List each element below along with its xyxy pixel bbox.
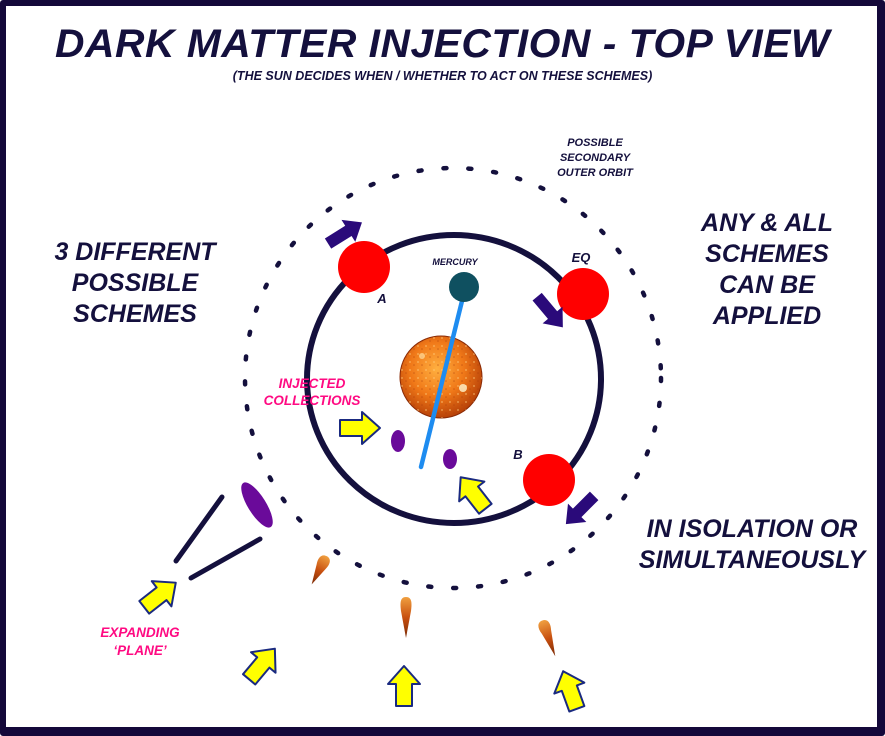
page-subtitle: (THE SUN DECIDES WHEN / WHETHER TO ACT O… — [232, 69, 653, 83]
injection-point-eq — [557, 268, 609, 320]
yellow-arrow-icon — [339, 411, 381, 445]
mercury-planet — [449, 272, 479, 302]
comet-icon — [400, 597, 412, 638]
schemes-heading-line: 3 DIFFERENT — [54, 238, 216, 266]
isolation-heading: IN ISOLATION OR SIMULTANEOUSLY — [628, 514, 876, 576]
any-all-heading-line: CAN BE — [719, 271, 815, 299]
outer-orbit-label-line: OUTER ORBIT — [557, 167, 633, 179]
schemes-heading-line: POSSIBLE — [71, 269, 199, 297]
yellow-arrow-icon — [458, 476, 493, 515]
injected-label-line: INJECTED — [278, 376, 346, 391]
any-all-heading-line: SCHEMES — [705, 240, 829, 268]
page-title: DARK MATTER INJECTION - TOP VIEW — [55, 22, 830, 66]
outer-orbit-label-line: POSSIBLE — [567, 137, 623, 149]
any-all-heading-line: ANY & ALL — [701, 209, 833, 237]
point-b-label: B — [513, 447, 523, 462]
outer-orbit — [242, 165, 664, 591]
schemes-heading-line: SCHEMES — [73, 300, 197, 328]
injected-label-line: COLLECTIONS — [263, 393, 361, 408]
outer-orbit-label-line: SECONDARY — [559, 152, 631, 164]
dark-matter-collection — [443, 449, 457, 469]
expanding-plane-line — [188, 536, 263, 581]
comet-icon — [311, 555, 330, 585]
any-all-heading-line: APPLIED — [712, 302, 822, 330]
expanding-plane-line — [173, 494, 225, 564]
isolation-heading-line: IN ISOLATION OR — [646, 515, 858, 543]
yellow-arrow-icon — [553, 670, 586, 713]
point-eq-label: EQ — [571, 250, 591, 265]
mercury-axis-line — [418, 298, 465, 470]
yellow-arrow-icon — [138, 580, 177, 615]
outer-orbit-label: POSSIBLE SECONDARY OUTER ORBIT — [540, 136, 650, 181]
comet-icon — [538, 620, 556, 657]
isolation-heading-line: SIMULTANEOUSLY — [638, 546, 866, 574]
injected-collections-label: INJECTED COLLECTIONS — [252, 375, 372, 409]
point-a-label: A — [377, 291, 387, 306]
dark-matter-collection — [391, 430, 405, 452]
mercury-label: MERCURY — [432, 257, 478, 267]
expanding-label-line: ‘PLANE’ — [113, 643, 167, 658]
orbit-direction-arrow-icon — [532, 292, 563, 328]
dark-matter-collection — [241, 482, 273, 528]
inner-orbit — [304, 232, 604, 526]
schemes-heading: 3 DIFFERENT POSSIBLE SCHEMES — [20, 237, 250, 330]
injection-point-b — [523, 454, 575, 506]
orbit-direction-arrow-icon — [324, 219, 362, 249]
expanding-plane-label: EXPANDING ‘PLANE’ — [80, 624, 200, 660]
orbit-direction-arrow-icon — [565, 491, 599, 525]
yellow-arrow-icon — [387, 665, 421, 707]
expanding-label-line: EXPANDING — [100, 625, 180, 640]
any-all-heading: ANY & ALL SCHEMES CAN BE APPLIED — [672, 208, 862, 332]
yellow-arrow-icon — [242, 647, 277, 686]
injection-point-a — [338, 241, 390, 293]
